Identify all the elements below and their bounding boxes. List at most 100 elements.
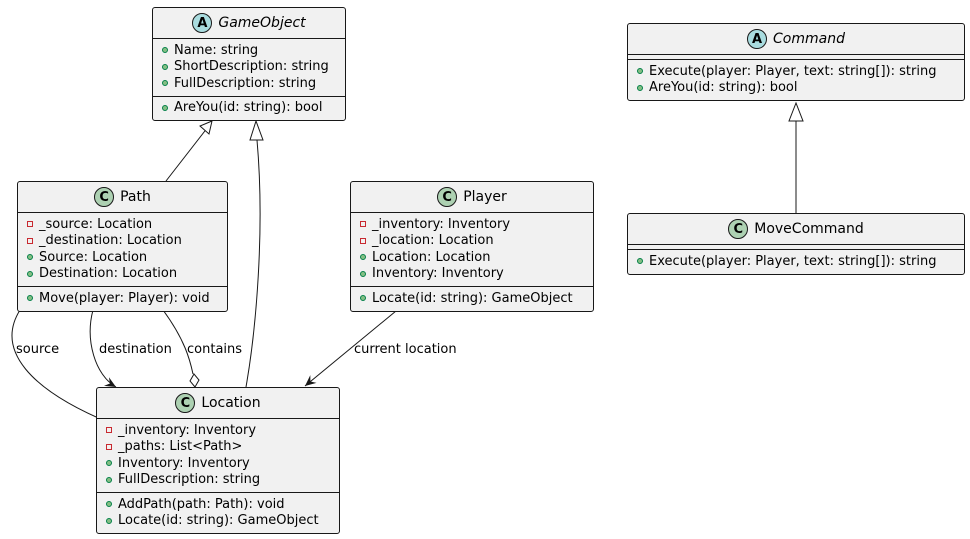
attributes-section: _inventory: Inventory_paths: List<Path>I… bbox=[97, 418, 339, 492]
edge-contains bbox=[162, 309, 194, 375]
member-text: AddPath(path: Path): void bbox=[118, 496, 285, 512]
operations-section: Locate(id: string): GameObject bbox=[351, 286, 593, 311]
operation: Execute(player: Player, text: string[]):… bbox=[628, 253, 964, 270]
public-visibility-icon bbox=[24, 293, 35, 303]
edge-current-location bbox=[304, 310, 397, 387]
public-visibility-icon bbox=[103, 516, 114, 526]
member-text: Locate(id: string): GameObject bbox=[118, 513, 319, 529]
public-visibility-icon bbox=[159, 78, 170, 88]
public-visibility-icon bbox=[634, 256, 645, 266]
class-name: Location bbox=[201, 395, 261, 411]
member-text: _source: Location bbox=[39, 216, 153, 232]
edge-source bbox=[11, 309, 111, 424]
member-text: Execute(player: Player, text: string[]):… bbox=[649, 63, 937, 79]
member-text: Locate(id: string): GameObject bbox=[372, 290, 573, 306]
member-text: Move(player: Player): void bbox=[39, 290, 210, 306]
private-visibility-icon bbox=[103, 425, 114, 435]
member-text: _destination: Location bbox=[39, 233, 182, 249]
member-text: FullDescription: string bbox=[118, 472, 261, 488]
edge-destination bbox=[89, 309, 117, 388]
attribute: Inventory: Inventory bbox=[351, 266, 593, 283]
private-visibility-icon bbox=[24, 236, 35, 246]
generalization-arrowhead bbox=[199, 120, 213, 135]
class-player[interactable]: C Player _inventory: Inventory_location: L… bbox=[350, 181, 594, 312]
operation: AddPath(path: Path): void bbox=[97, 496, 339, 513]
attributes-section bbox=[628, 244, 964, 249]
class-name: Path bbox=[120, 189, 151, 205]
member-text: AreYou(id: string): bool bbox=[174, 100, 323, 116]
public-visibility-icon bbox=[24, 269, 35, 279]
generalization-arrowhead bbox=[788, 101, 804, 122]
operation: AreYou(id: string): bool bbox=[628, 80, 964, 97]
public-visibility-icon bbox=[103, 499, 114, 509]
attribute: _destination: Location bbox=[18, 233, 227, 250]
public-visibility-icon bbox=[634, 83, 645, 93]
edge-label-contains: contains bbox=[187, 342, 243, 357]
class-location[interactable]: C Location _inventory: Inventory_paths: Li… bbox=[96, 387, 340, 534]
public-visibility-icon bbox=[357, 252, 368, 262]
attribute: Inventory: Inventory bbox=[97, 455, 339, 472]
aggregation-diamond bbox=[189, 373, 200, 388]
abstract-class-icon: A bbox=[192, 13, 213, 33]
attribute: Location: Location bbox=[351, 249, 593, 266]
attribute: FullDescription: string bbox=[97, 472, 339, 489]
attribute: _paths: List<Path> bbox=[97, 439, 339, 456]
class-path[interactable]: C Path _source: Location_destination: Loca… bbox=[17, 181, 228, 312]
member-text: ShortDescription: string bbox=[174, 59, 329, 75]
public-visibility-icon bbox=[634, 66, 645, 76]
attributes-section bbox=[628, 54, 964, 59]
class-name: MoveCommand bbox=[754, 221, 864, 237]
attribute: FullDescription: string bbox=[153, 75, 345, 92]
edge-label-source: source bbox=[16, 342, 60, 357]
private-visibility-icon bbox=[357, 219, 368, 229]
class-icon: C bbox=[175, 393, 196, 413]
operation: Execute(player: Player, text: string[]):… bbox=[628, 63, 964, 80]
private-visibility-icon bbox=[357, 236, 368, 246]
operation: Move(player: Player): void bbox=[18, 290, 227, 307]
operations-section: AreYou(id: string): bool bbox=[153, 95, 345, 121]
attributes-section: _inventory: Inventory_location: Location… bbox=[351, 212, 593, 286]
operation: AreYou(id: string): bool bbox=[153, 100, 345, 117]
member-text: Destination: Location bbox=[39, 266, 178, 282]
member-text: Inventory: Inventory bbox=[372, 266, 504, 282]
class-icon: C bbox=[728, 219, 749, 239]
public-visibility-icon bbox=[24, 252, 35, 262]
operation: Locate(id: string): GameObject bbox=[351, 290, 593, 307]
member-text: _inventory: Inventory bbox=[118, 422, 257, 438]
attribute: ShortDescription: string bbox=[153, 59, 345, 76]
member-text: _paths: List<Path> bbox=[118, 439, 243, 455]
edge-label-destination: destination bbox=[99, 342, 172, 357]
class-name: GameObject bbox=[218, 15, 306, 31]
operation: Locate(id: string): GameObject bbox=[97, 513, 339, 530]
class-name: Player bbox=[463, 189, 507, 205]
public-visibility-icon bbox=[159, 62, 170, 72]
public-visibility-icon bbox=[103, 458, 114, 468]
member-text: Name: string bbox=[174, 42, 259, 58]
class-name: Command bbox=[773, 31, 845, 47]
public-visibility-icon bbox=[159, 103, 170, 113]
class-icon: C bbox=[94, 187, 115, 207]
member-text: AreYou(id: string): bool bbox=[649, 80, 798, 96]
public-visibility-icon bbox=[103, 475, 114, 485]
class-header: A GameObject bbox=[153, 8, 345, 38]
public-visibility-icon bbox=[159, 45, 170, 55]
attribute: _inventory: Inventory bbox=[97, 422, 339, 439]
attribute: Source: Location bbox=[18, 249, 227, 266]
edge-location-extends-gameobject bbox=[245, 139, 261, 388]
generalization-arrowhead bbox=[249, 119, 264, 141]
class-icon: C bbox=[437, 187, 458, 207]
private-visibility-icon bbox=[24, 219, 35, 229]
public-visibility-icon bbox=[357, 269, 368, 279]
attribute: Destination: Location bbox=[18, 266, 227, 283]
attribute: _location: Location bbox=[351, 233, 593, 250]
operations-section: Execute(player: Player, text: string[]):… bbox=[628, 59, 964, 100]
member-text: Location: Location bbox=[372, 249, 491, 265]
